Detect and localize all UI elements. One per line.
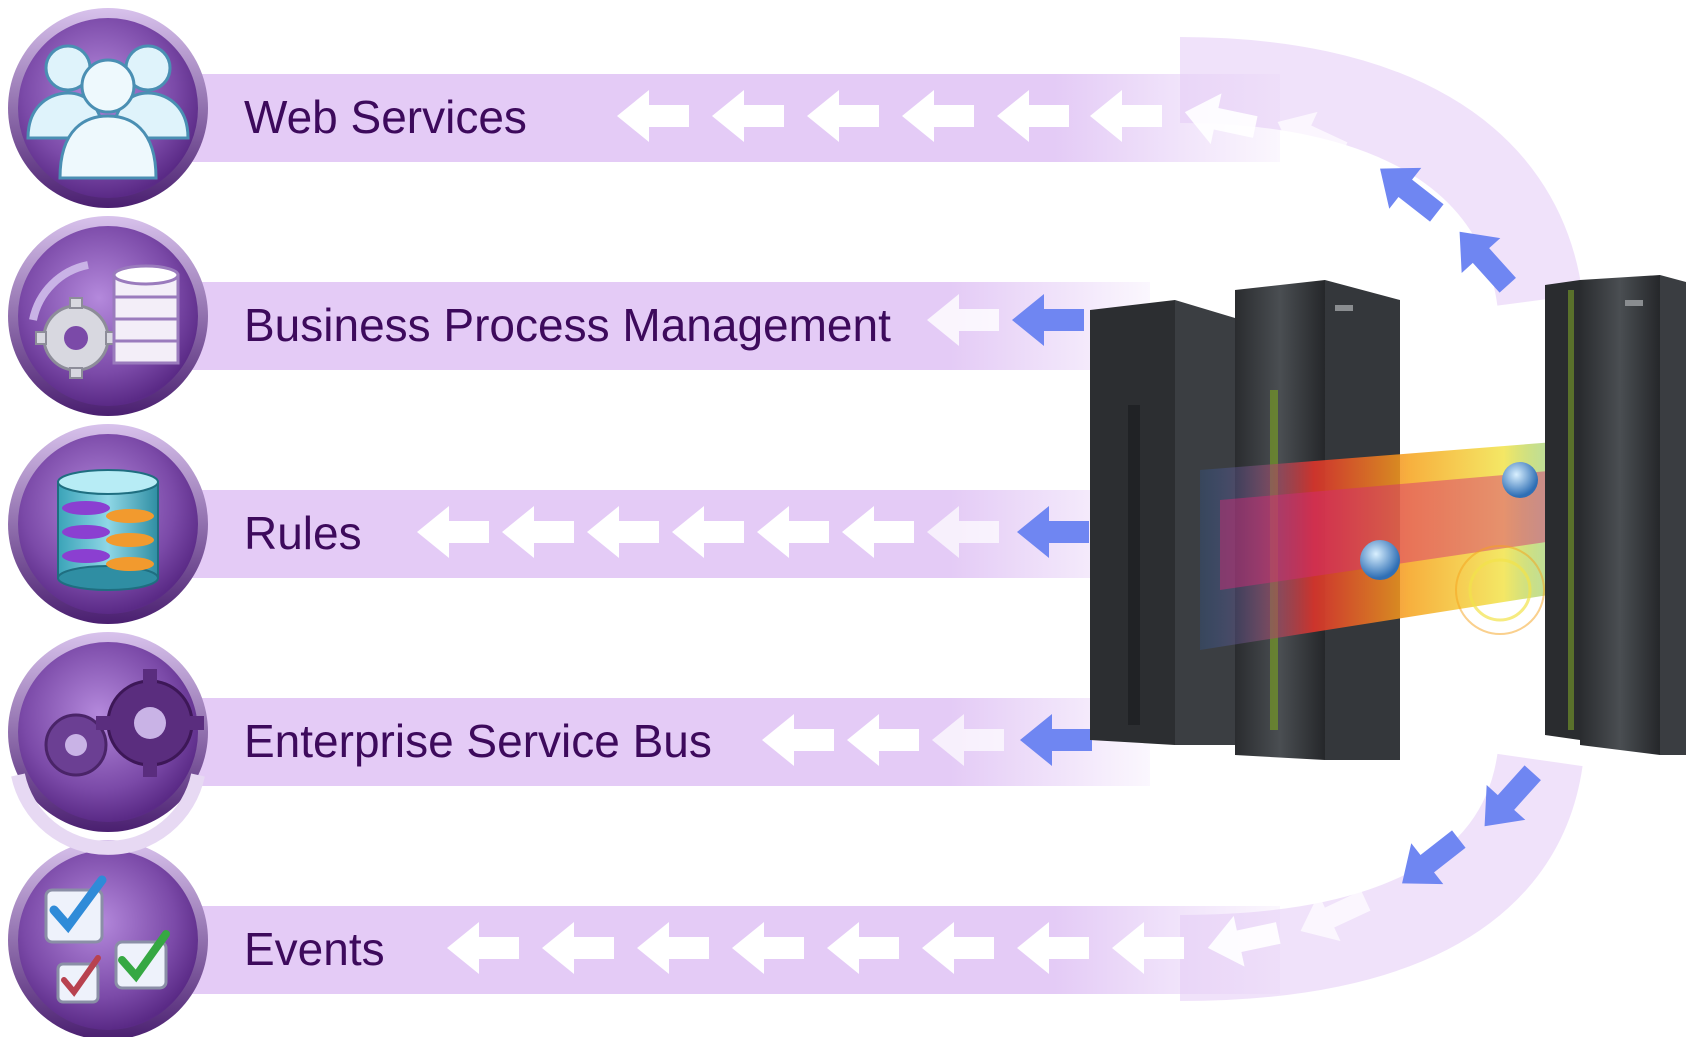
flow-arrow-icon	[932, 714, 1004, 766]
flow-arrow-icon	[712, 90, 784, 142]
rules-database-icon	[57, 469, 159, 591]
flow-arrow-icon	[1017, 506, 1089, 558]
sphere-icon	[1360, 540, 1400, 580]
flow-arrow-icon	[922, 922, 994, 974]
flow-arrow-icon	[1380, 167, 1444, 222]
flow-arrow-icon	[1090, 90, 1162, 142]
flow-arrow-icon	[417, 506, 489, 558]
server-status-strip	[1568, 290, 1574, 730]
flow-arrow-icon	[447, 922, 519, 974]
flow-arrow-icon	[1402, 830, 1466, 885]
flow-arrow-icon	[732, 922, 804, 974]
flow-arrow-icon	[1112, 922, 1184, 974]
row-label-business-process-management: Business Process Management	[244, 299, 891, 351]
flow-arrow-icon	[617, 90, 689, 142]
row-label-events: Events	[244, 923, 385, 975]
flow-arrow-icon	[1184, 93, 1258, 145]
flow-arrow-icon	[762, 714, 834, 766]
gear-database-icon	[29, 261, 180, 379]
flow-arrow-icon	[927, 506, 999, 558]
flow-arrow-icon	[587, 506, 659, 558]
gears-icon	[11, 669, 205, 855]
row-label-web-services: Web Services	[244, 91, 527, 143]
flow-arrow-icon	[672, 506, 744, 558]
flow-arrow-icon	[1484, 765, 1541, 827]
flow-arrow-icon	[637, 922, 709, 974]
sphere-icon	[1502, 462, 1538, 498]
flow-arrow-icon	[1012, 294, 1084, 346]
flow-arrow-icon	[827, 922, 899, 974]
flow-arrow-icon	[902, 90, 974, 142]
flow-arrow-icon	[757, 506, 829, 558]
flow-arrow-icon	[1207, 915, 1281, 967]
flow-arrow-icon	[1017, 922, 1089, 974]
server-logo-icon	[1335, 305, 1353, 311]
data-stream-graphic	[1200, 440, 1580, 650]
server-logo-icon	[1625, 300, 1643, 306]
flow-arrow-icon	[542, 922, 614, 974]
flow-arrow-icon	[842, 506, 914, 558]
flow-arrow-icon	[807, 90, 879, 142]
flow-arrow-icon	[1459, 231, 1516, 293]
row-band	[150, 906, 1280, 994]
flow-arrow-icon	[1277, 111, 1348, 163]
row-label-rules: Rules	[244, 507, 362, 559]
flow-arrow-icon	[927, 294, 999, 346]
flow-arrow-icon	[1300, 890, 1371, 942]
checkboxes-icon	[44, 875, 170, 1004]
flow-arrow-icon	[502, 506, 574, 558]
row-label-enterprise-service-bus: Enterprise Service Bus	[244, 715, 712, 767]
flow-arrow-icon	[847, 714, 919, 766]
flow-arrow-icon	[997, 90, 1069, 142]
icon-circle	[18, 850, 198, 1030]
flow-arrow-icon	[1020, 714, 1092, 766]
mainframe-server-right	[1545, 275, 1686, 755]
users-icon	[26, 44, 190, 180]
